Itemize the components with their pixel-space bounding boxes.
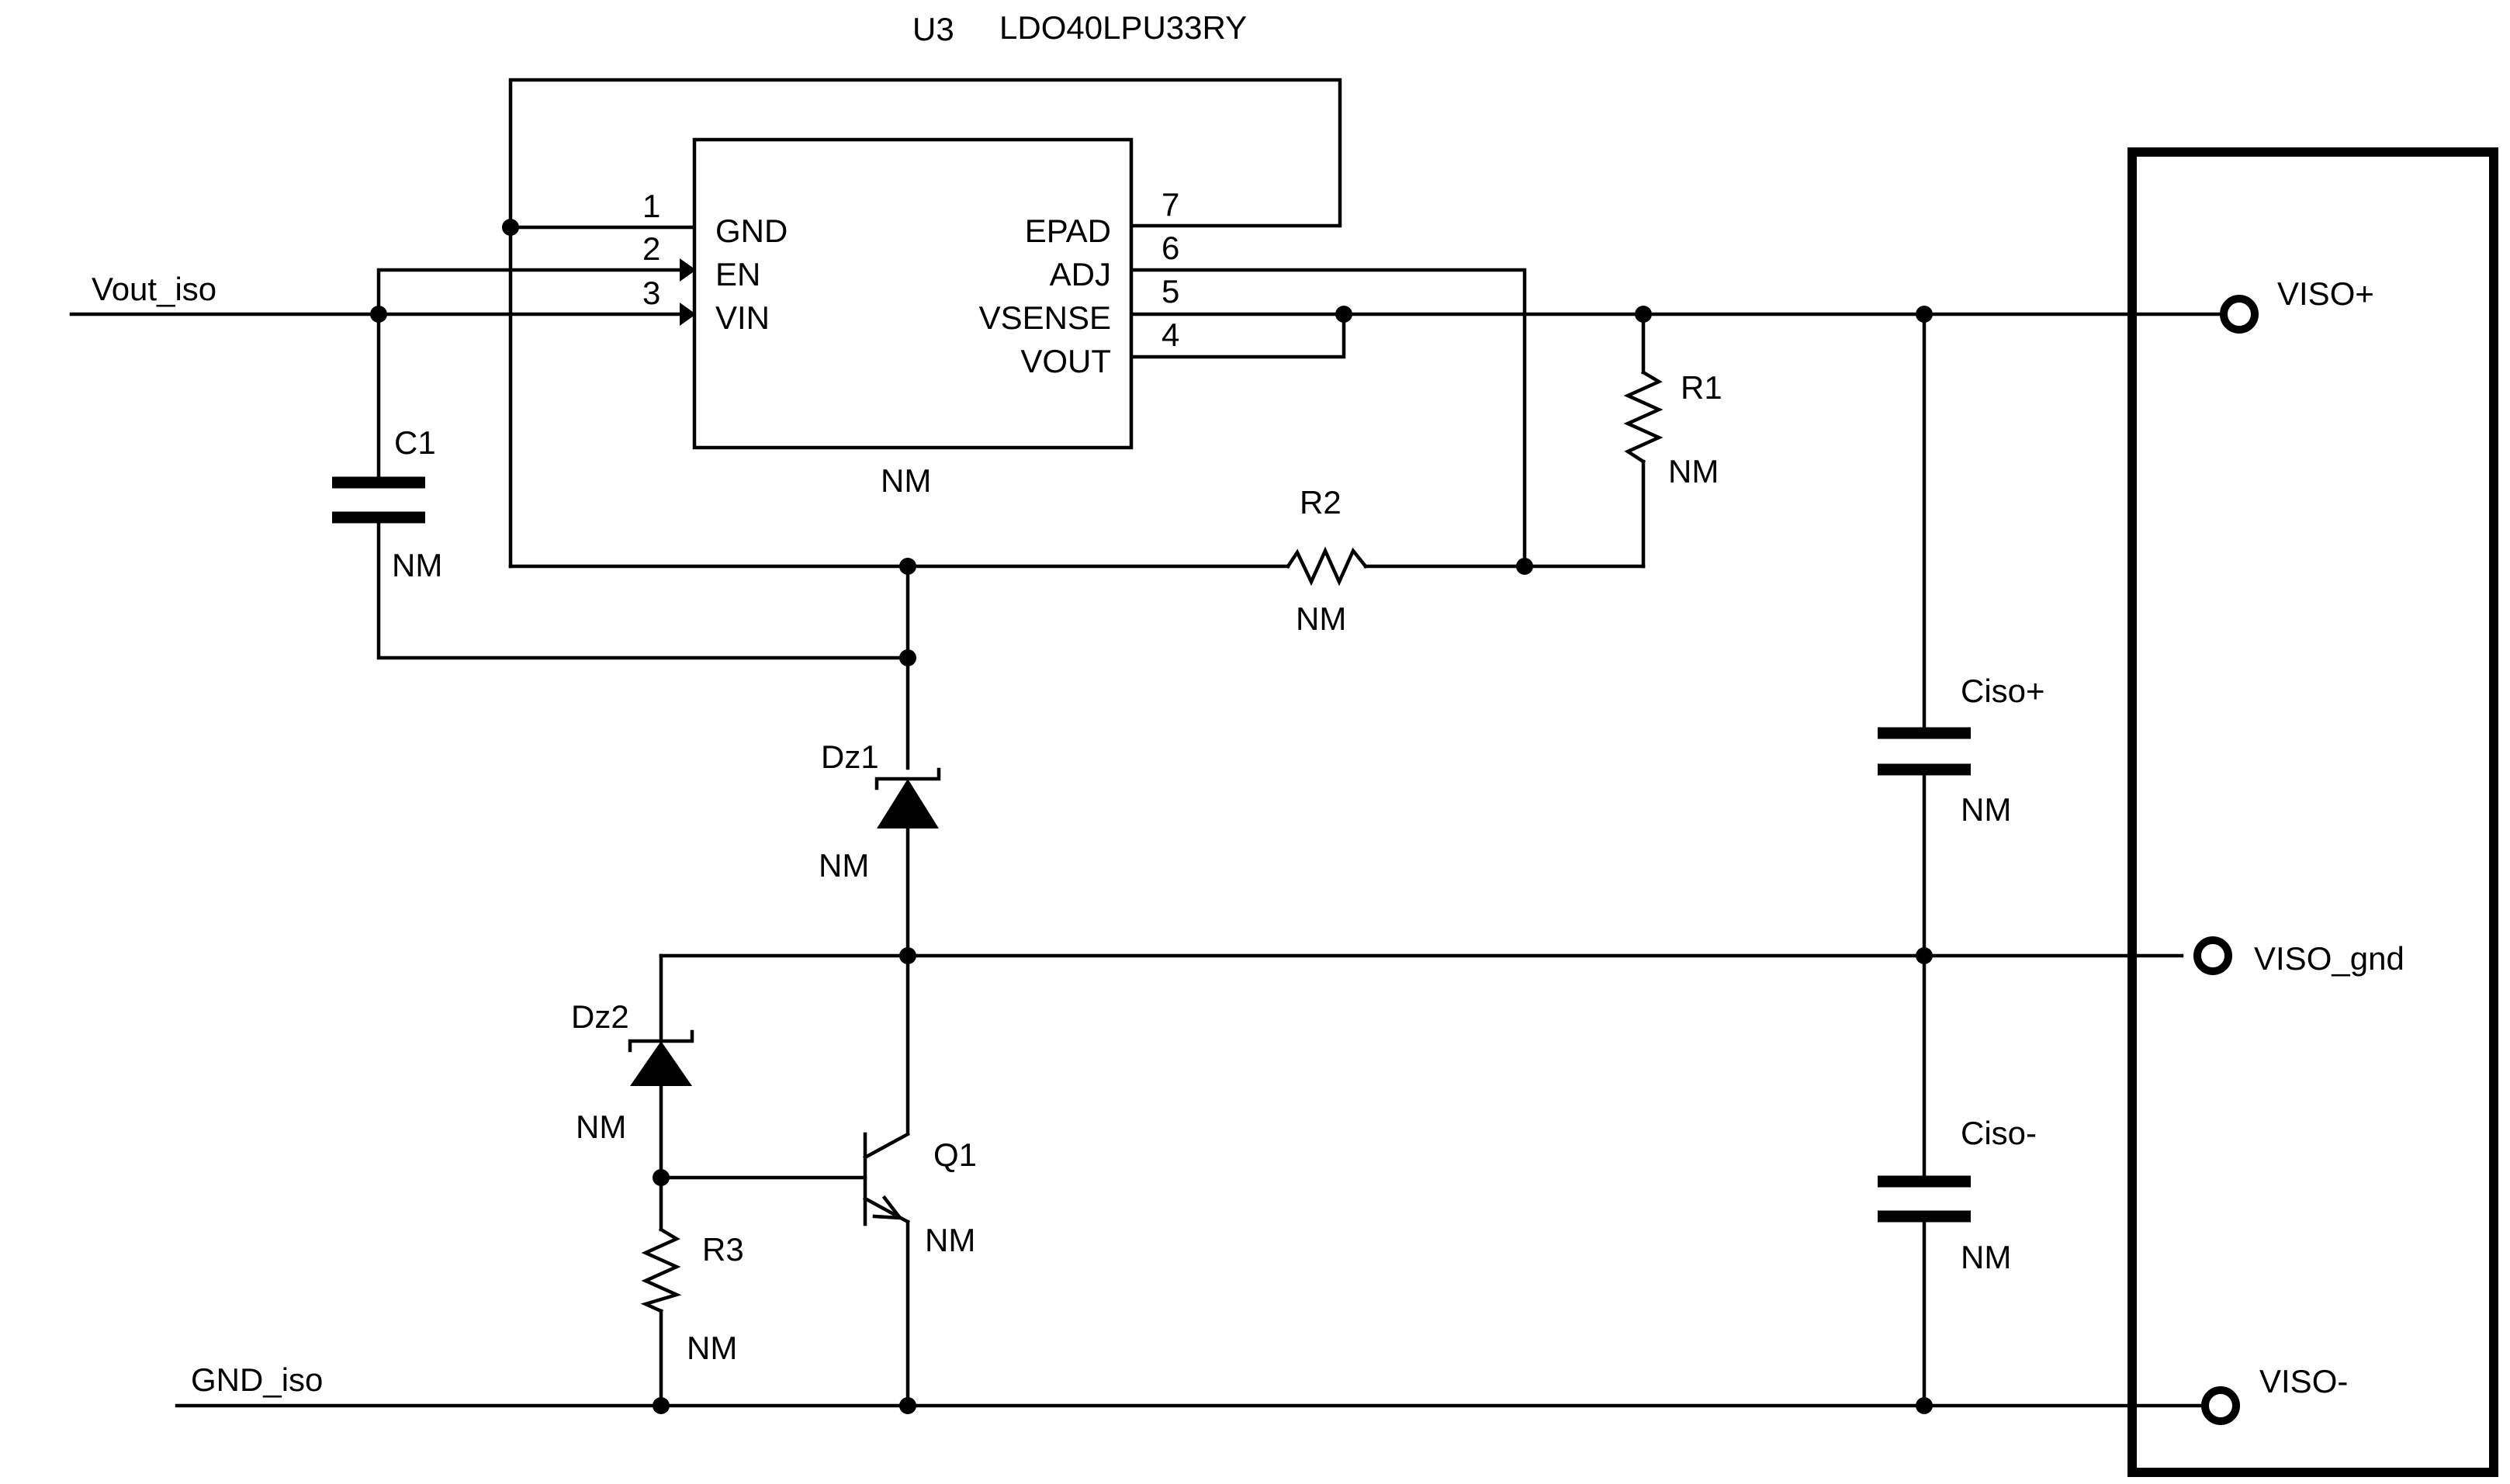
u3-pin-vin-name: VIN bbox=[715, 299, 770, 336]
capacitor-ciso-plus: Ciso+ NM bbox=[1878, 673, 2045, 828]
u3-part-number: LDO40LPU33RY bbox=[999, 9, 1247, 46]
transistor-q1: Q1 NM bbox=[862, 1131, 977, 1258]
vin-arrow-icon bbox=[680, 303, 696, 326]
dz1-value: NM bbox=[819, 847, 869, 884]
dz2-refdes: Dz2 bbox=[571, 998, 629, 1035]
u3-pin4-number: 4 bbox=[1162, 317, 1179, 353]
junction-dot bbox=[899, 1397, 916, 1414]
u3-pin1-number: 1 bbox=[642, 188, 660, 224]
r1-refdes: R1 bbox=[1681, 369, 1722, 406]
u3-pin5-number: 5 bbox=[1162, 273, 1179, 310]
en-arrow-icon bbox=[680, 258, 696, 282]
junction-dot bbox=[653, 1397, 670, 1414]
q1-refdes: Q1 bbox=[933, 1136, 977, 1173]
u3-pin6-number: 6 bbox=[1162, 230, 1179, 266]
c1-value: NM bbox=[392, 547, 442, 583]
junction-dot bbox=[899, 649, 916, 666]
zener-dz1: Dz1 NM bbox=[819, 739, 941, 884]
capacitor-ciso-minus: Ciso- NM bbox=[1878, 1115, 2037, 1275]
r2-refdes: R2 bbox=[1300, 484, 1342, 521]
q1-value: NM bbox=[925, 1222, 975, 1258]
junction-dot bbox=[1916, 1397, 1933, 1414]
resistor-r3: R3 NM bbox=[640, 1226, 744, 1366]
ciso-plus-value: NM bbox=[1961, 791, 2011, 828]
zener-dz2: Dz2 NM bbox=[571, 998, 694, 1145]
junction-dot bbox=[370, 306, 387, 323]
junction-dot bbox=[1916, 306, 1933, 323]
terminal-viso-plus bbox=[2220, 295, 2259, 334]
u3-value: NM bbox=[881, 462, 931, 499]
terminal-viso-minus bbox=[2201, 1386, 2240, 1425]
resistor-r2: R2 NM bbox=[1285, 484, 1369, 637]
terminal-label-viso-gnd: VISO_gnd bbox=[2254, 940, 2404, 977]
junction-dot bbox=[653, 1169, 670, 1186]
u3-pin-vsense-name: VSENSE bbox=[979, 299, 1111, 336]
junction-dot bbox=[899, 947, 916, 964]
u3-pin-gnd-name: GND bbox=[715, 213, 788, 249]
connector-frame bbox=[2127, 147, 2498, 1477]
terminal-label-viso-minus: VISO- bbox=[2259, 1363, 2348, 1399]
u3-pin-adj-name: ADJ bbox=[1050, 256, 1111, 292]
junction-dot bbox=[1916, 947, 1933, 964]
u3-pin2-number: 2 bbox=[642, 230, 660, 267]
net-label-vout-iso: Vout_iso bbox=[92, 271, 216, 307]
u3-pin-en-name: EN bbox=[715, 256, 760, 292]
wires bbox=[69, 78, 2223, 1408]
r3-value: NM bbox=[687, 1330, 737, 1366]
u3-pin-epad-name: EPAD bbox=[1025, 213, 1111, 249]
output-connector: VISO+ VISO_gnd VISO- bbox=[2127, 147, 2498, 1477]
junction-dot bbox=[899, 558, 916, 575]
c1-refdes: C1 bbox=[394, 424, 436, 461]
ciso-minus-value: NM bbox=[1961, 1239, 2011, 1275]
terminal-viso-gnd bbox=[2193, 936, 2232, 975]
r2-value: NM bbox=[1296, 600, 1346, 637]
u3-pin3-number: 3 bbox=[642, 275, 660, 311]
dz2-value: NM bbox=[576, 1109, 626, 1145]
junction-dot bbox=[1516, 558, 1533, 575]
junction-dot bbox=[502, 219, 519, 236]
u3-pin-vout-name: VOUT bbox=[1020, 343, 1111, 379]
ciso-minus-refdes: Ciso- bbox=[1961, 1115, 2037, 1151]
u3-pin7-number: 7 bbox=[1162, 186, 1179, 223]
r1-value: NM bbox=[1668, 453, 1719, 489]
capacitor-c1: C1 NM bbox=[332, 424, 442, 583]
terminal-label-viso-plus: VISO+ bbox=[2277, 275, 2374, 312]
ciso-plus-refdes: Ciso+ bbox=[1961, 673, 2045, 709]
u3-ldo-regulator: U3 LDO40LPU33RY NM 1 2 3 GND EN VIN 7 6 … bbox=[642, 9, 1247, 499]
net-label-gnd-iso: GND_iso bbox=[191, 1361, 323, 1398]
junction-dot bbox=[1635, 306, 1652, 323]
resistor-r1: R1 NM bbox=[1623, 369, 1722, 489]
junction-dots bbox=[370, 219, 1933, 1414]
u3-body bbox=[692, 137, 1134, 450]
u3-refdes: U3 bbox=[912, 11, 954, 47]
junction-dot bbox=[1335, 306, 1352, 323]
r3-refdes: R3 bbox=[702, 1231, 744, 1268]
dz1-refdes: Dz1 bbox=[821, 739, 879, 775]
